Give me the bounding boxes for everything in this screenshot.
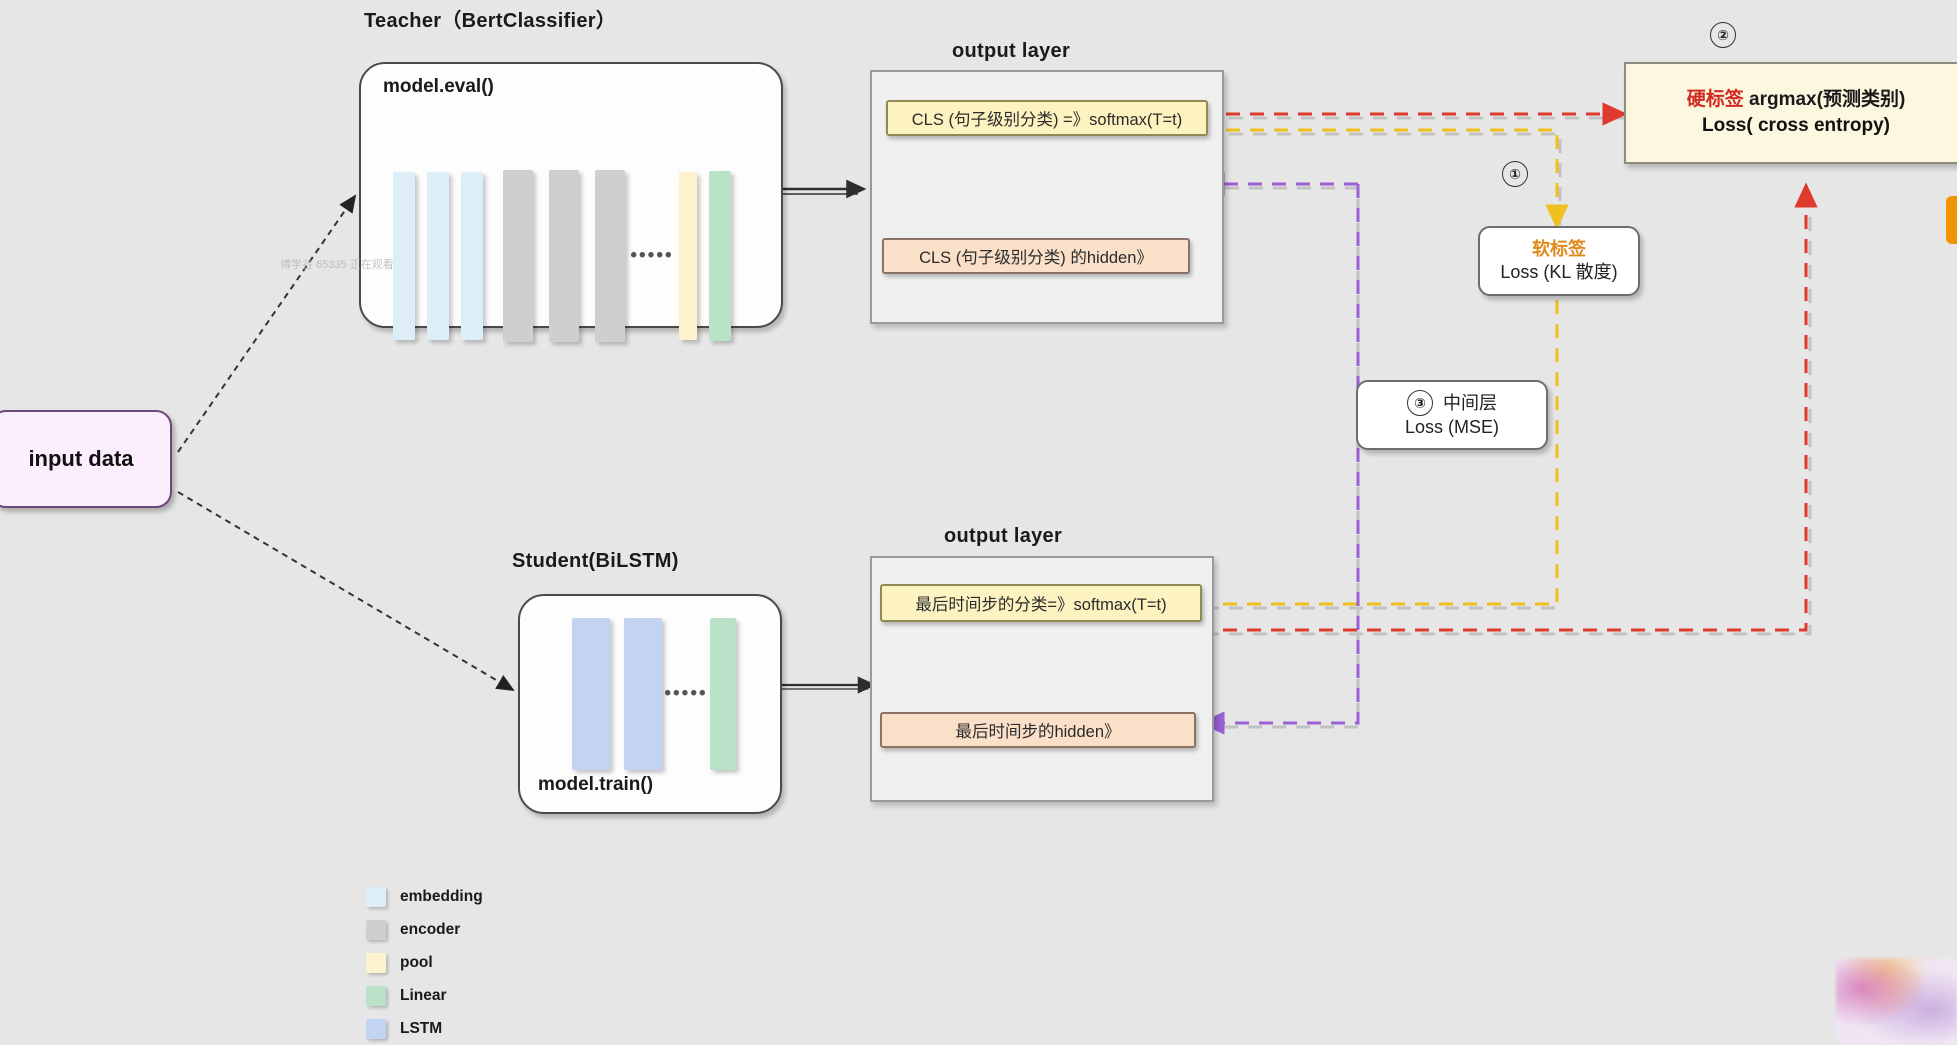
legend-item-pool: pool [366,946,483,979]
intermediate-subtitle: Loss (MSE) [1404,417,1500,438]
student-softmax-chip[interactable]: 最后时间步的分类=》softmax(T=t) [880,584,1202,622]
input-data-box[interactable]: input data [0,410,172,508]
bar-lstm-2 [624,618,662,770]
teacher-bars: ••••• [393,170,731,342]
legend-label-pool: pool [400,953,433,971]
marker-intermediate: ③ [1407,390,1433,417]
student-output-layer-caption: output layer [944,525,1063,547]
teacher-mode-label: model.eval() [383,76,494,97]
marker-hard-label: ② [1710,22,1736,48]
legend-item-embedding: embedding [366,880,483,913]
legend-swatch-encoder [366,919,386,940]
hard-label-subtitle: Loss( cross entropy) [1702,115,1890,136]
student-ellipsis: ••••• [664,683,708,704]
teacher-ellipsis: ••••• [630,245,674,266]
legend-label-lstm: LSTM [400,1019,443,1037]
bar-embedding-1 [393,172,415,340]
bar-linear [709,171,731,341]
legend-item-linear: Linear [366,979,483,1012]
legend-label-linear: Linear [400,986,447,1004]
legend-label-embedding: embedding [400,887,483,905]
soft-label-loss-box[interactable]: 软标签 Loss (KL 散度) [1478,226,1640,296]
hard-label-title-black: argmax(预测类别) [1749,89,1906,111]
intermediate-loss-box[interactable]: ③ 中间层 Loss (MSE) [1356,380,1548,450]
student-output-panel: 最后时间步的分类=》softmax(T=t) 最后时间步的hidden》 [870,556,1214,802]
video-overlay-thumbnail[interactable] [1836,958,1957,1045]
bar-lstm-1 [572,618,610,770]
watermark: 博学谷 65335 正在观看 [280,259,394,271]
student-mode-label: model.train() [538,774,654,795]
teacher-output-panel: CLS (句子级别分类) =》softmax(T=t) CLS (句子级别分类)… [870,70,1224,324]
legend-swatch-lstm [366,1018,386,1039]
hard-label-title-red: 硬标签 [1686,89,1744,111]
bar-encoder-2 [549,170,579,342]
teacher-caption: Teacher（BertClassifier） [364,10,617,32]
legend: embedding encoder pool Linear LSTM [366,880,483,1045]
legend-item-encoder: encoder [366,913,483,946]
legend-label-encoder: encoder [400,920,461,938]
marker-soft-label: ① [1502,161,1528,187]
soft-label-subtitle: Loss (KL 散度) [1500,262,1618,282]
hard-label-title: 硬标签 argmax(预测类别) [1687,87,1906,113]
bar-pool [679,172,697,340]
legend-swatch-pool [366,952,386,973]
intermediate-title: 中间层 [1443,392,1497,413]
teacher-hidden-chip[interactable]: CLS (句子级别分类) 的hidden》 [882,238,1190,274]
bar-encoder-3 [595,170,625,342]
teacher-output-layer-caption: output layer [952,40,1071,62]
bar-encoder-1 [503,170,533,342]
student-caption: Student(BiLSTM) [512,550,679,572]
bar-embedding-3 [461,172,483,340]
student-bars: ••••• [572,618,736,770]
bar-student-linear [710,618,736,770]
teacher-softmax-chip[interactable]: CLS (句子级别分类) =》softmax(T=t) [886,100,1208,136]
legend-item-lstm: LSTM [366,1012,483,1045]
soft-label-title: 软标签 [1532,238,1586,259]
student-model-box: ••••• model.train() [518,594,782,814]
legend-swatch-linear [366,985,386,1006]
teacher-model-box: model.eval() ••••• [359,62,783,342]
side-panel-handle[interactable] [1946,196,1957,244]
hard-label-loss-box[interactable]: 硬标签 argmax(预测类别) Loss( cross entropy) [1624,62,1957,164]
bar-embedding-2 [427,172,449,340]
intermediate-loss-text: ③ 中间层 Loss (MSE) [1405,390,1499,439]
student-hidden-chip[interactable]: 最后时间步的hidden》 [880,712,1196,748]
legend-swatch-embedding [366,886,386,907]
